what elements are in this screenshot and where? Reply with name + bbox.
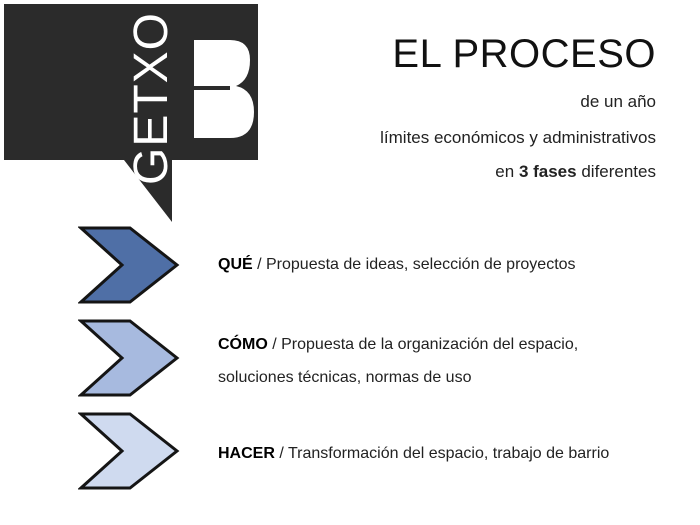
phase-2-text: CÓMO / Propuesta de la organización del … (218, 336, 578, 354)
phase-2-name: CÓMO (218, 336, 268, 353)
phase-1-text: QUÉ / Propuesta de ideas, selección de p… (218, 256, 576, 274)
subtitle-phases-post: diferentes (576, 162, 656, 181)
logo-shape (4, 4, 258, 222)
phase-3-description: / Transformación del espacio, trabajo de… (274, 445, 610, 462)
logo-text: GETXO (125, 11, 178, 185)
page-title: EL PROCESO (392, 32, 656, 76)
subtitle-duration: de un año (580, 92, 656, 111)
phase-2-text-line-2: soluciones técnicas, normas de uso (218, 369, 472, 386)
chevron-icon-phase-1 (78, 226, 180, 304)
phase-3-name: HACER (218, 445, 275, 462)
phase-1-description: / Propuesta de ideas, selección de proye… (252, 256, 576, 273)
phase-2-description: / Propuesta de la organización del espac… (267, 336, 579, 353)
getxo-logo: GETXO (0, 0, 270, 230)
chevron-icon-phase-3 (78, 412, 180, 490)
chevron-icon-phase-2 (78, 319, 180, 397)
subtitle-phases-bold: 3 fases (518, 162, 577, 181)
phase-1-name: QUÉ (218, 256, 253, 273)
subtitle-phases: en 3 fases diferentes (495, 162, 656, 182)
subtitle-limits: límites económicos y administrativos (380, 128, 656, 147)
phase-3-text: HACER / Transformación del espacio, trab… (218, 445, 609, 463)
subtitle-phases-pre: en (495, 162, 519, 181)
